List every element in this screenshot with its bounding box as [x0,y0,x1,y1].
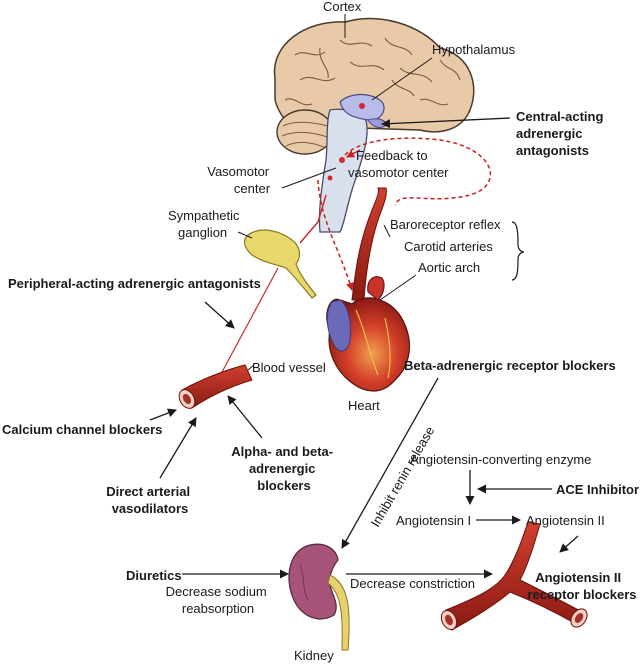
central-acting-label: Central-acting adrenergic antagonists [516,109,607,158]
ganglion-to-vessel-nerve [221,267,279,373]
ace-inhibitor-label: ACE Inhibitor [556,482,639,497]
spinal-dot [327,175,333,181]
hypothalamus-label: Hypothalamus [432,42,516,57]
vasomotor-center-dot [339,157,345,163]
peripheral-acting-arrow[interactable] [204,301,235,329]
baroreceptor-brace [511,221,525,281]
hypothalamus-leader [371,57,433,101]
feedback-dashed-line [344,137,492,206]
hypothalamus-dot [359,103,365,109]
aortic-arch-leader [379,274,417,301]
feedback-arrow-head [346,149,361,158]
feedback-label: Feedback to vasomotor center [348,148,449,180]
cortex-label: Cortex [323,0,362,14]
angiotensin-2-label: Angiotensin II [526,513,605,528]
direct-vasodilators-label: Direct arterial vasodilators [106,484,193,516]
sympathetic-ganglion-label: Sympathetic ganglion [168,208,243,240]
decrease-constriction-label: Decrease constriction [350,576,475,591]
blood-vessel-label: Blood vessel [252,360,326,375]
carotid-leader [383,224,391,238]
baroreceptor-reflex-label: Baroreceptor reflex [390,217,501,232]
sympathetic-ganglion-illustration [243,194,327,299]
blood-vessel-leader [247,364,255,371]
calcium-channel-label: Calcium channel blockers [2,422,162,437]
renin-inhibit-arrow[interactable] [341,377,439,549]
vasomotor-center-label: Vasomotor center [207,164,273,196]
decrease-sodium-label: Decrease sodium reabsorption [166,584,271,616]
blood-vessel-illustration [178,364,253,409]
aortic-arch-label: Aortic arch [418,260,480,275]
angiotensin-1-label: Angiotensin I [396,513,471,528]
diuretics-label: Diuretics [126,568,182,583]
heart-label: Heart [348,398,380,413]
vasomotor-leader [281,167,337,189]
ganglion-leader [237,231,253,239]
kidney-illustration [288,543,350,651]
central-acting-arrow[interactable] [381,117,511,129]
arb-label: Angiotensin II receptor blockers [527,570,636,602]
branching-artery-illustration [440,521,588,631]
beta-blockers-label: Beta-adrenergic receptor blockers [404,358,616,373]
kidney-label: Kidney [294,648,334,663]
peripheral-acting-label: Peripheral-acting adrenergic antagonists [8,276,261,291]
baroreceptor-dashed-line [317,179,354,291]
ace-enzyme-label: Angiotensin-converting enzyme [410,452,591,467]
carotid-arteries-label: Carotid arteries [404,239,493,254]
brain-illustration [273,17,475,233]
carotid-artery [351,187,387,301]
alpha-beta-blockers-label: Alpha- and beta- adrenergic blockers [231,444,336,493]
alpha-beta-blocker-arrow[interactable] [227,395,263,439]
heart-illustration [326,276,411,392]
arb-arrow[interactable] [559,535,579,553]
direct-vasodilator-arrow[interactable] [159,417,197,479]
calcium-channel-arrow[interactable] [149,408,177,421]
